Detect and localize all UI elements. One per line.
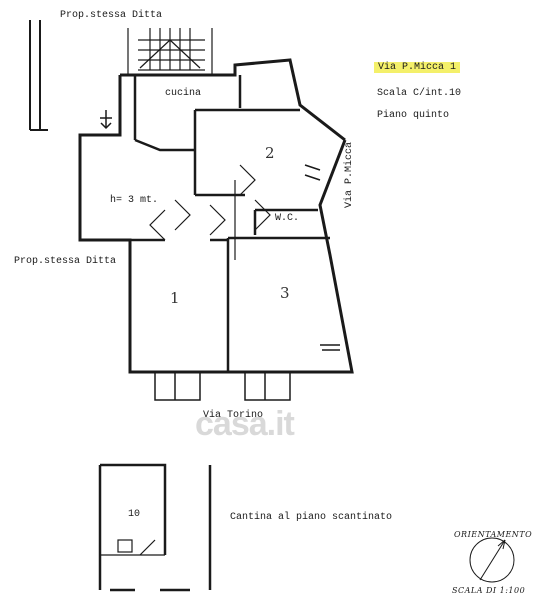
- info-address: Via P.Micca 1: [374, 62, 461, 74]
- door-swings: [149, 164, 271, 260]
- info-floor: Piano quinto: [377, 110, 450, 121]
- label-orientamento: ORIENTAMENTO: [454, 530, 533, 539]
- staircase: [127, 28, 213, 75]
- label-cantina-number: 10: [128, 509, 141, 520]
- interior-walls: [130, 75, 330, 372]
- label-via-micca: Via P.Micca: [344, 141, 355, 208]
- label-height: h= 3 mt.: [110, 195, 159, 206]
- label-cucina: cucina: [165, 88, 202, 99]
- label-via-torino: Via Torino: [203, 410, 264, 421]
- address-highlight: Via P.Micca 1: [374, 62, 461, 73]
- cantina-details: [100, 539, 165, 556]
- left-wall-fragment: [29, 20, 48, 131]
- label-prop-left: Prop.stessa Ditta: [14, 256, 117, 267]
- label-room-2: 2: [265, 144, 275, 162]
- label-wc: W.C.: [275, 213, 300, 224]
- windows: [304, 164, 340, 351]
- info-stair: Scala C/int.10: [377, 88, 462, 99]
- label-prop-top: Prop.stessa Ditta: [60, 10, 163, 21]
- entrance-marker: [100, 110, 112, 130]
- outer-walls: [78, 58, 354, 374]
- label-room-3: 3: [280, 284, 290, 302]
- cantina-walls: [98, 463, 212, 592]
- label-room-1: 1: [170, 289, 180, 307]
- label-scale: SCALA DI 1:100: [452, 586, 526, 595]
- balconies: [154, 371, 291, 401]
- compass: [469, 537, 515, 583]
- label-cantina-caption: Cantina al piano scantinato: [230, 512, 393, 523]
